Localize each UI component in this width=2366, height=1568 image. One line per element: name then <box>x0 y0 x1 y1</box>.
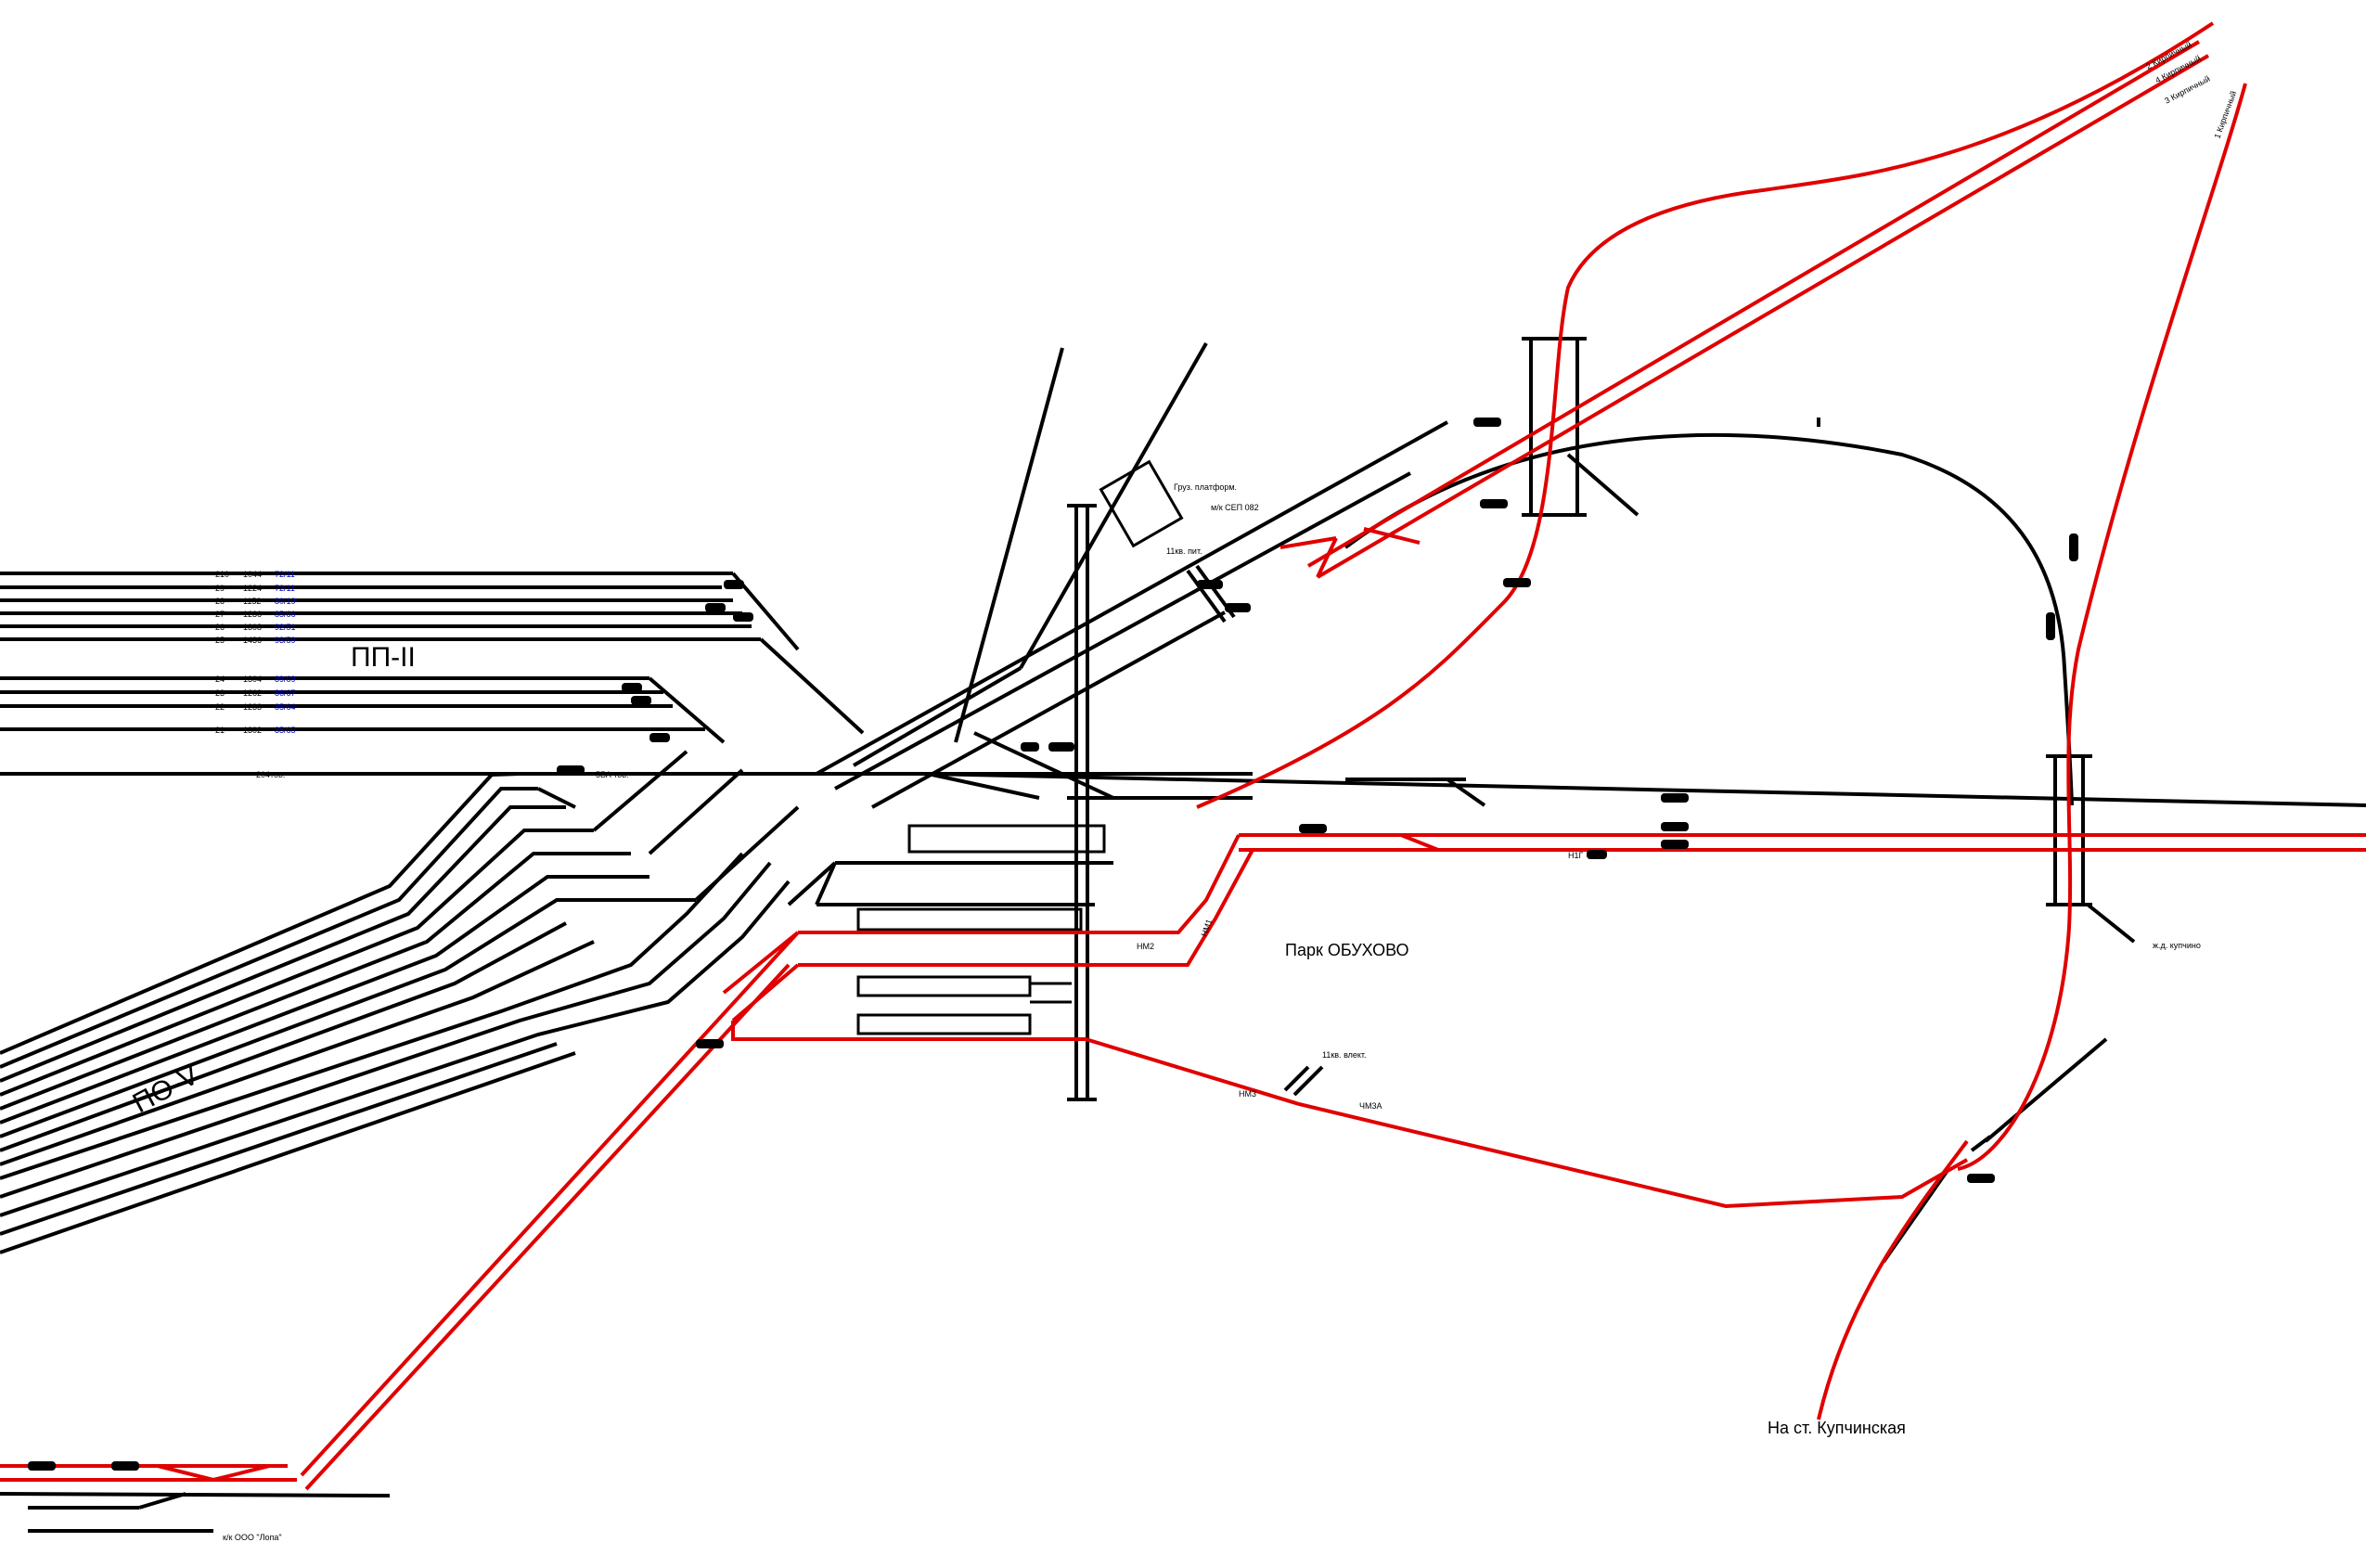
signal-icon <box>696 1039 724 1048</box>
signal-icon <box>622 683 642 692</box>
pp2-track-num: 21 <box>215 726 225 735</box>
chm3a-label: ЧМ3А <box>1359 1101 1382 1111</box>
pp2-track-count: 72/11 <box>275 570 295 579</box>
pp2-track-count: 72/11 <box>275 584 295 593</box>
pp2-track-len: 1436 <box>243 636 262 645</box>
overpass-vertical <box>1067 504 1097 1101</box>
mcs-label: м/к СЕП 082 <box>1211 503 1259 512</box>
pp2-track-num: 28 <box>215 597 225 606</box>
loop-track-black <box>1344 432 2074 806</box>
pp2-track-len: 1044 <box>243 570 262 579</box>
pp2-track-count: 89/69 <box>275 675 296 684</box>
signal-icon <box>1197 580 1223 589</box>
pp2-track-len: 1224 <box>243 584 262 593</box>
signal-icon <box>1967 1174 1995 1183</box>
pp2-track-num: 210 <box>215 570 229 579</box>
pp2-track-num: 24 <box>215 675 225 684</box>
platform <box>856 975 1032 997</box>
signal-icon <box>733 612 753 622</box>
bridge-upper <box>1522 337 1639 517</box>
pp2-track-len: 1308 <box>243 623 262 632</box>
signal-icon <box>2069 533 2078 561</box>
pp2-track-count: 80/19 <box>275 597 296 606</box>
kupchino-label: ж.д. купчино <box>2153 941 2201 950</box>
platform <box>1099 459 1184 548</box>
pp2-track-len: 1304 <box>243 675 262 684</box>
platform <box>856 1013 1032 1035</box>
pp2-track-len: 1262 <box>243 688 262 698</box>
bridge-right <box>2046 754 2136 944</box>
signal-icon <box>705 603 726 612</box>
pp2-track-num: 29 <box>215 584 225 593</box>
pp2-track-len: 1233 <box>243 702 262 712</box>
pp2-track-group <box>0 572 865 776</box>
pp2-track-num: 22 <box>215 702 225 712</box>
platform <box>907 824 1106 854</box>
central-throat <box>787 342 2366 906</box>
pp2-track-count: 86/67 <box>275 688 296 698</box>
pp2-track-num: 23 <box>215 688 225 698</box>
signal-icon <box>1661 793 1689 803</box>
pp2-track-count: 92/51 <box>275 623 296 632</box>
signal-icon <box>1661 822 1689 831</box>
signal-icon <box>1661 840 1689 849</box>
track-204-label: 204тов. <box>256 770 285 779</box>
signal-icon <box>557 765 585 775</box>
pp2-track-count: 85/65 <box>275 726 296 735</box>
pp2-track-count: 85/66 <box>275 610 296 619</box>
nm3-label: НМ3 <box>1239 1089 1256 1099</box>
signal-icon <box>649 733 670 742</box>
electrified-tracks <box>0 21 2366 1491</box>
signal-icon <box>2046 612 2055 640</box>
signal-icon <box>28 1461 56 1471</box>
signal-icon <box>1480 499 1508 508</box>
nm2-label: НМ2 <box>1137 942 1154 951</box>
po5-track-group <box>0 750 800 1254</box>
kupchinskaya-label: На ст. Купчинская <box>1768 1419 1906 1437</box>
pp2-track-len: 1236 <box>243 610 262 619</box>
n1g-label: Н1Г <box>1568 851 1584 860</box>
pp2-track-count: 85/64 <box>275 702 296 712</box>
platforms <box>856 459 1184 1035</box>
signal-icon <box>1587 850 1607 859</box>
pp2-track-num: 27 <box>215 610 225 619</box>
siding-right <box>1984 1037 2108 1143</box>
park-label: Парк ОБУХОВО <box>1285 941 1409 959</box>
signal-icon <box>724 580 744 589</box>
signal-icon <box>1048 742 1074 752</box>
ooo-label: к/к ООО "Лопа" <box>223 1533 282 1542</box>
signals <box>28 418 2078 1471</box>
signal-icon <box>1473 418 1501 427</box>
signal-icon <box>1225 603 1251 612</box>
tkv1-label: 11кв. пит. <box>1166 546 1202 556</box>
signal-icon <box>111 1461 139 1471</box>
pp2-track-num: 25 <box>215 636 225 645</box>
signal-icon <box>1503 578 1531 587</box>
pp2-track-len: 1302 <box>243 726 262 735</box>
pp2-park-label: ПП-II <box>351 642 416 673</box>
platform <box>856 907 1083 932</box>
tkv2-label: 11кв. влект. <box>1322 1050 1367 1060</box>
pp2-track-labels: 210 1044 72/11 29 1224 72/11 28 1152 80/… <box>215 570 629 779</box>
pp2-track-len: 1152 <box>243 597 261 606</box>
bottom-sidings <box>0 1492 391 1533</box>
pp2-track-count: 93/59 <box>275 636 296 645</box>
signal-icon <box>1021 742 1039 752</box>
pp2-track-num: 26 <box>215 623 225 632</box>
signal-icon <box>1299 824 1327 833</box>
gruz-platform-label: Груз. платформ. <box>1174 482 1237 492</box>
track-sna-label: 5БА тов. <box>596 770 629 779</box>
signal-icon <box>631 696 651 705</box>
